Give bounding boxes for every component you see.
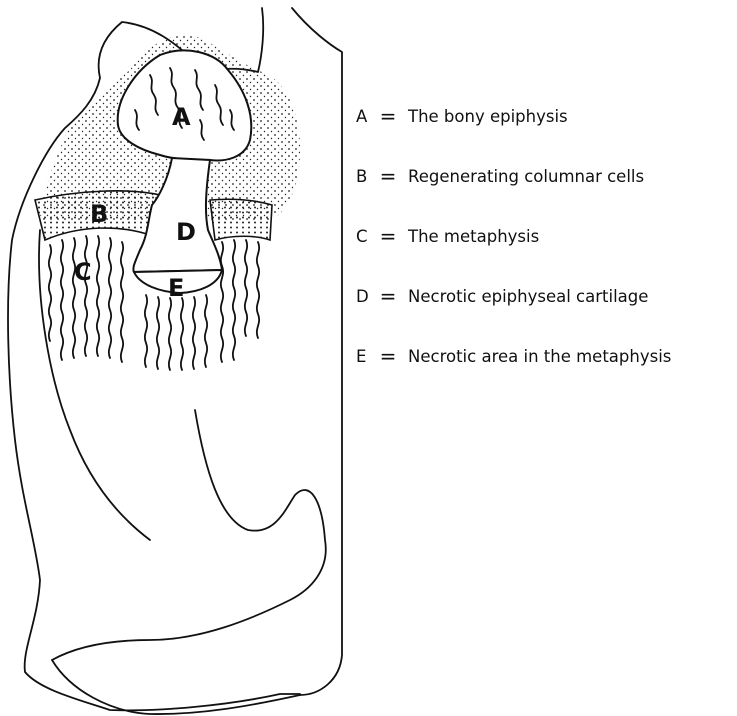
shaft-left-line [39,230,150,540]
legend-key: E [356,347,376,366]
region-b-zone-right [210,199,272,240]
legend-item-a: A = The bony epiphysis [356,98,734,134]
region-label-c: C [74,258,92,286]
region-label-a: A [172,103,191,131]
legend-description: Regenerating columnar cells [400,167,644,186]
bone-inner-contour [52,410,326,660]
legend-item-c: C = The metaphysis [356,218,734,254]
legend-equals: = [376,224,400,248]
legend-equals: = [376,164,400,188]
legend-item-d: D = Necrotic epiphyseal cartilage [356,278,734,314]
legend-key: A [356,107,376,126]
bone-condyle-contour [52,660,300,714]
legend-description: The metaphysis [400,227,539,246]
region-label-e: E [168,274,184,302]
legend-description: The bony epiphysis [400,107,568,126]
legend-equals: = [376,284,400,308]
region-label-b: B [90,200,108,228]
legend-description: Necrotic epiphyseal cartilage [400,287,648,306]
legend: A = The bony epiphysis B = Regenerating … [356,98,734,398]
legend-key: C [356,227,376,246]
legend-description: Necrotic area in the metaphysis [400,347,671,366]
bone-back-contour [292,8,342,695]
region-label-d: D [176,218,196,246]
legend-item-e: E = Necrotic area in the metaphysis [356,338,734,374]
legend-equals: = [376,344,400,368]
legend-key: B [356,167,376,186]
legend-equals: = [376,104,400,128]
legend-item-b: B = Regenerating columnar cells [356,158,734,194]
legend-key: D [356,287,376,306]
